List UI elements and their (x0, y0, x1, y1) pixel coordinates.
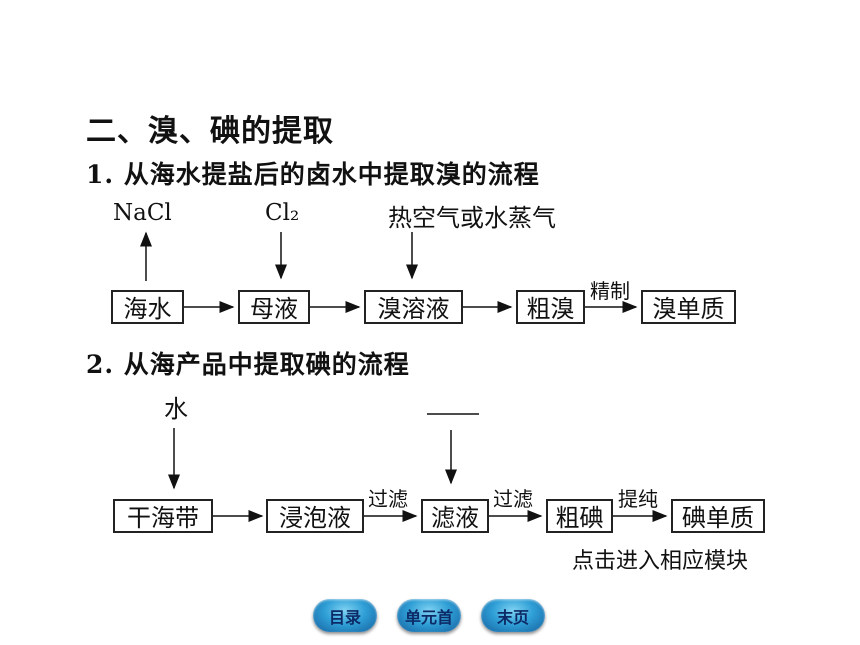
nav-last-page-button[interactable]: 末页 (481, 599, 545, 632)
step-label-refine: 精制 (590, 279, 630, 303)
flow-box-crude-iodine: 粗碘 (546, 499, 613, 533)
flow-box-seawater: 海水 (111, 290, 184, 324)
flow-box-bromine-element: 溴单质 (641, 290, 736, 324)
flow-box-filtrate: 滤液 (421, 499, 489, 533)
section-title: 二、溴、碘的提取 (86, 114, 334, 149)
flow-box-bromine-solution: 溴溶液 (364, 290, 463, 324)
iodine-heading: 2. 从海产品中提取碘的流程 (86, 350, 410, 379)
input-steam: 热空气或水蒸气 (388, 204, 556, 232)
input-nacl: NaCl (113, 200, 172, 226)
step-label-filter-2: 过滤 (493, 487, 533, 511)
flow-box-soak-liquid: 浸泡液 (266, 499, 364, 533)
flow-box-kelp: 干海带 (113, 499, 213, 533)
flow-box-iodine-element: 碘单质 (671, 499, 765, 533)
nav-contents-button[interactable]: 目录 (313, 599, 377, 632)
input-water: 水 (164, 395, 188, 423)
step-label-purify: 提纯 (618, 487, 658, 511)
flow-box-crude-bromine: 粗溴 (516, 290, 585, 324)
bromine-heading: 1. 从海水提盐后的卤水中提取溴的流程 (86, 160, 540, 189)
step-label-filter-1: 过滤 (368, 487, 408, 511)
module-hint: 点击进入相应模块 (572, 549, 749, 574)
nav-unit-first-button[interactable]: 单元首 (397, 599, 461, 632)
flow-box-mother-liquor: 母液 (238, 290, 310, 324)
input-cl2: Cl₂ (265, 200, 300, 226)
